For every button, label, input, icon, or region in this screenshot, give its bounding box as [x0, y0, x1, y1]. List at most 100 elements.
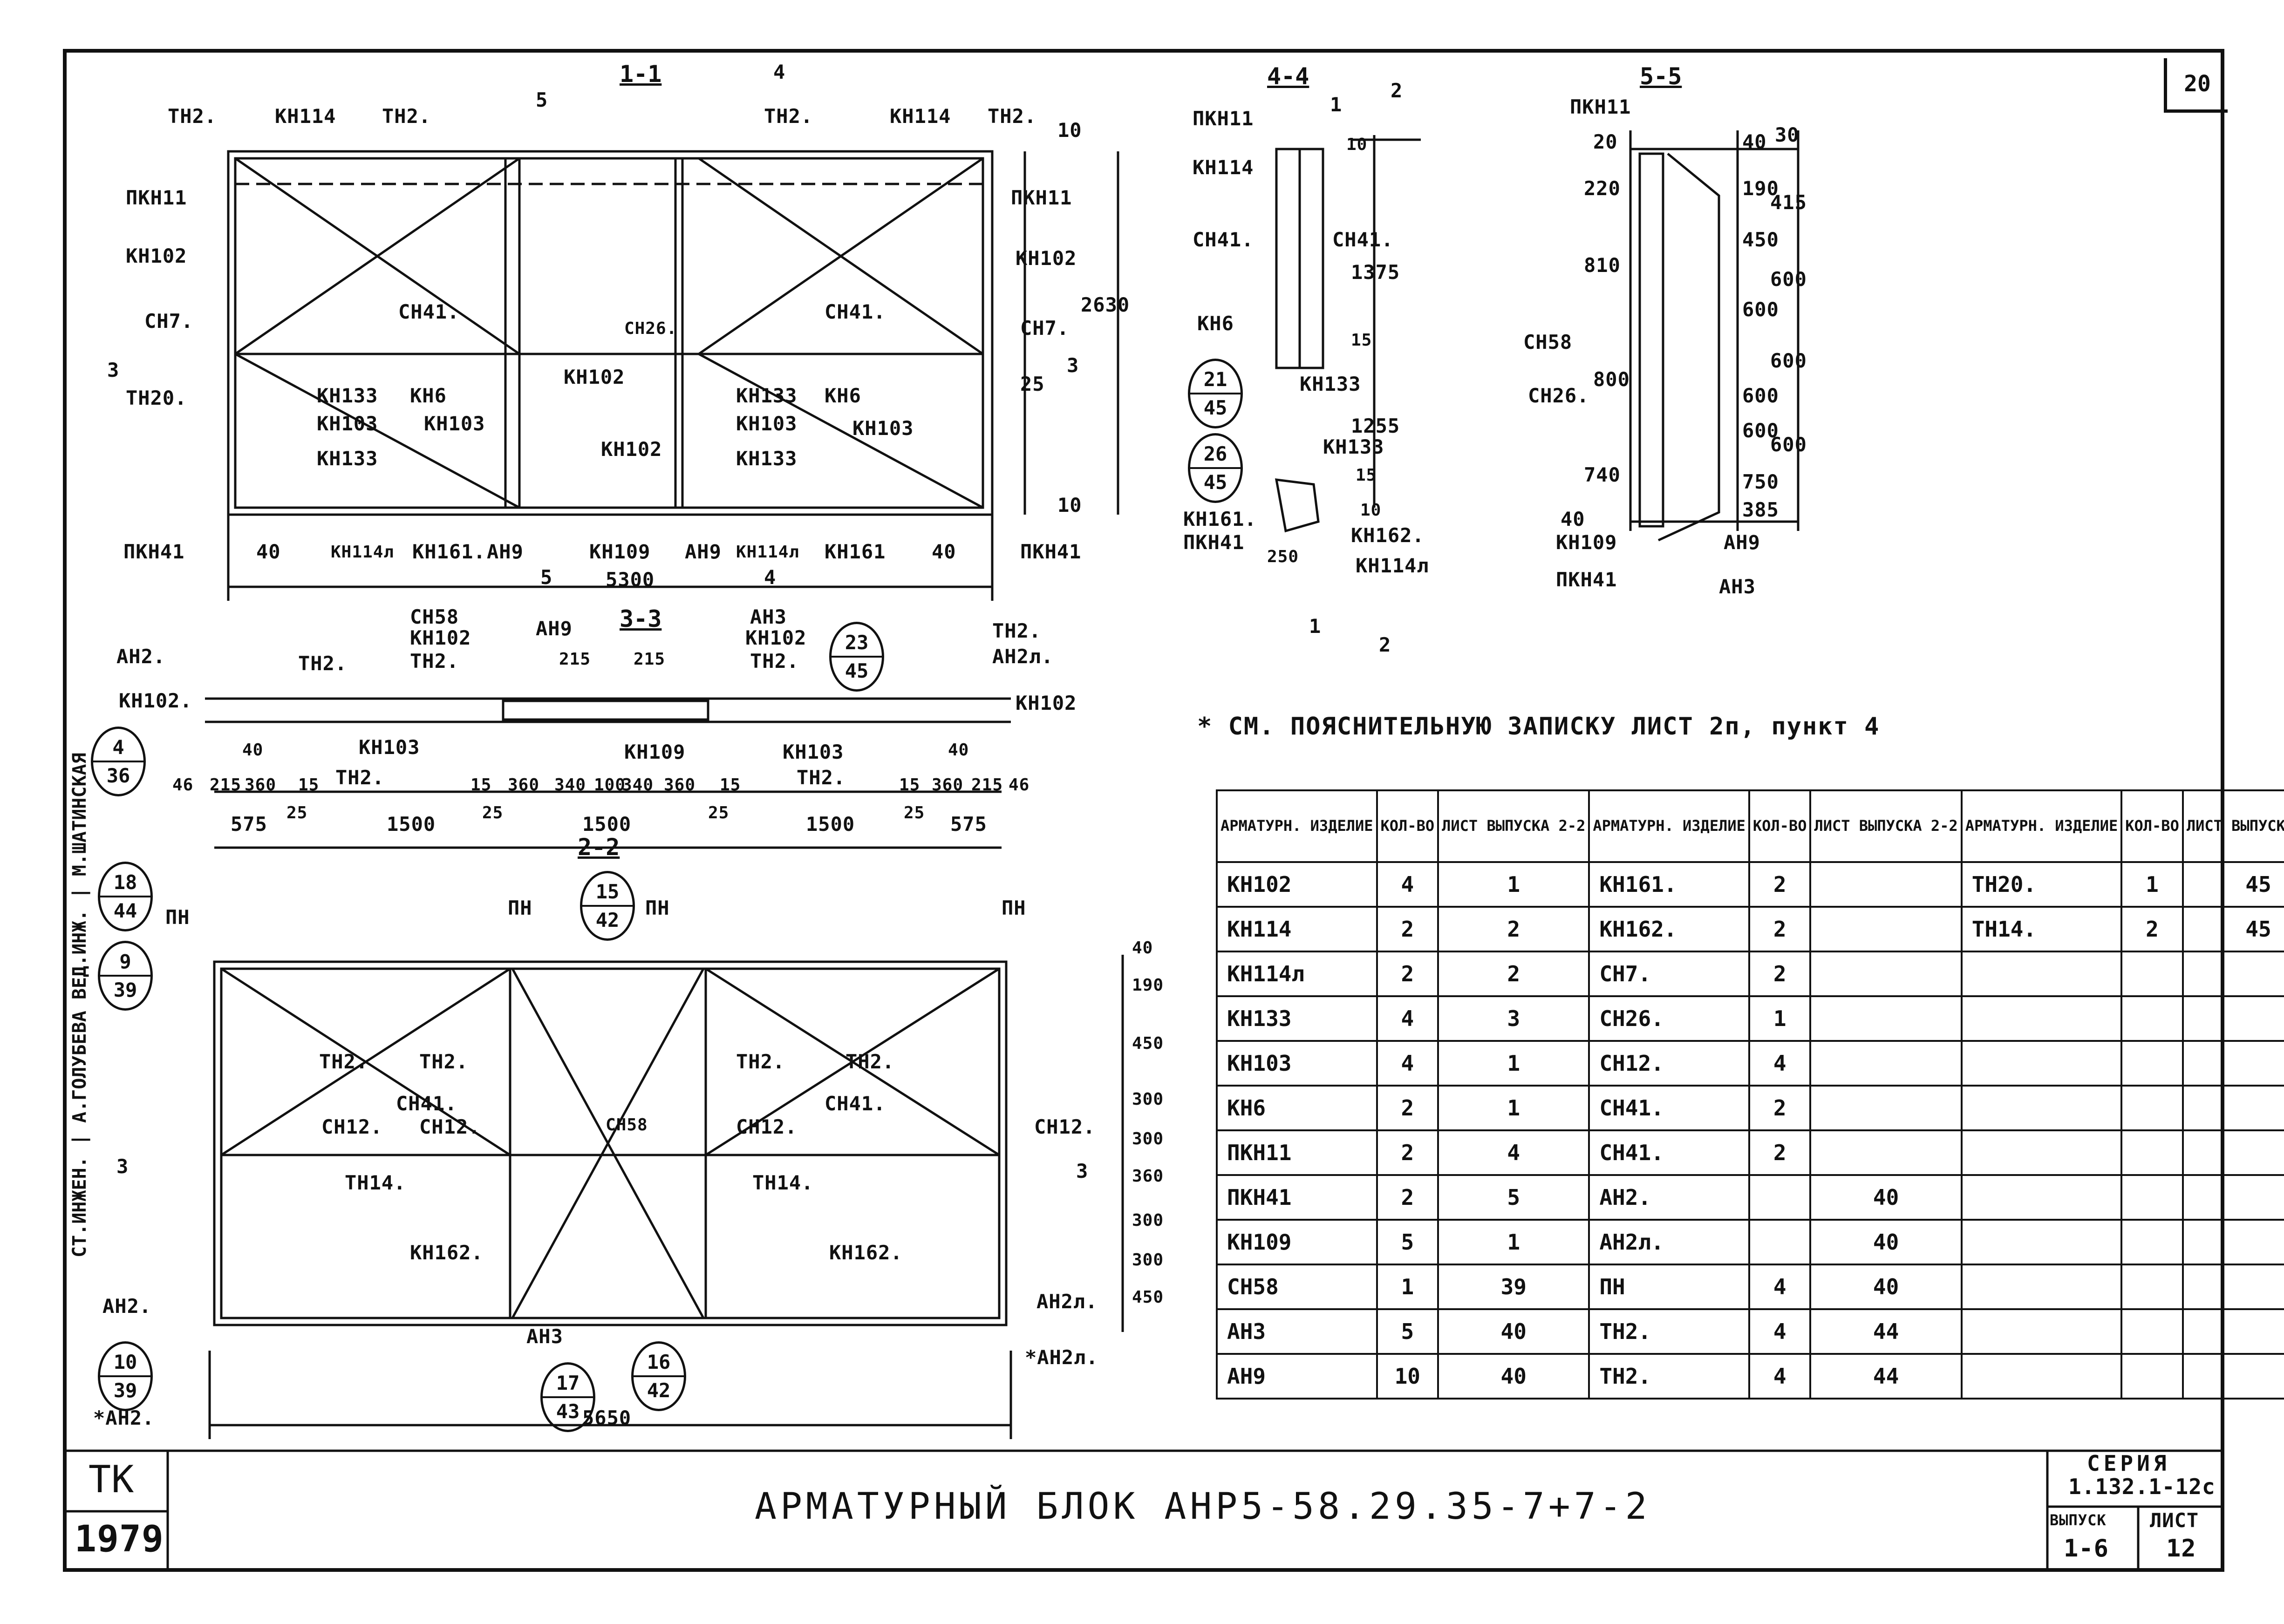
- callout: КН103: [852, 417, 914, 440]
- callout: ТН2.: [736, 1050, 785, 1073]
- table-cell: [1809, 951, 1963, 997]
- dimension: 300: [1132, 1250, 1164, 1270]
- callout: ТН2.: [298, 652, 348, 675]
- callout: СН12.: [419, 1115, 481, 1138]
- dimension: 300: [1132, 1211, 1164, 1230]
- callout: КН114: [1193, 156, 1254, 179]
- callout: АН3: [750, 605, 787, 628]
- dimension: 220: [1584, 177, 1621, 200]
- table-cell: 2: [1748, 906, 1812, 952]
- table-cell: [2120, 1174, 2184, 1221]
- callout: КН109: [1556, 531, 1617, 554]
- callout: ТН2.: [382, 105, 431, 128]
- dimension: 40: [256, 540, 281, 563]
- callout: ПКН41: [1556, 568, 1617, 591]
- table-cell: 40: [1437, 1308, 1590, 1355]
- callout: КН133: [317, 447, 378, 470]
- section-mark: 3: [1076, 1160, 1089, 1182]
- table-cell: КН103: [1216, 1040, 1378, 1087]
- table-cell: [2182, 1040, 2284, 1087]
- dimension: 10: [1057, 494, 1082, 516]
- section-mark: 2: [1391, 79, 1403, 102]
- callout: ТН2.: [335, 766, 385, 789]
- table-cell: [2182, 1174, 2284, 1221]
- table-cell: [1960, 1174, 2123, 1221]
- table-cell: [2182, 1085, 2284, 1131]
- callout: ТН20.: [126, 387, 187, 409]
- table-cell: КН133: [1216, 995, 1378, 1042]
- table-cell: [2120, 1353, 2184, 1400]
- table-cell: 4: [1376, 995, 1439, 1042]
- table-cell: 4: [1748, 1040, 1812, 1087]
- table-cell: 1: [1437, 861, 1590, 908]
- table-cell: 4: [1376, 861, 1439, 908]
- table-cell: АН2.: [1588, 1174, 1750, 1221]
- dimension: 15: [720, 775, 741, 795]
- sheet-label: ЛИСТ: [2150, 1509, 2199, 1532]
- dimension: 5300: [606, 568, 655, 591]
- table-cell: ПН: [1588, 1264, 1750, 1310]
- callout: ТН2.: [845, 1050, 895, 1073]
- table-cell: [2120, 951, 2184, 997]
- dimension: 46: [172, 775, 194, 795]
- callout: АН2л.: [1036, 1290, 1098, 1313]
- section-title-5-5: 5-5: [1640, 63, 1682, 90]
- callout: СН58: [1523, 331, 1573, 353]
- section-mark: 4: [764, 566, 777, 589]
- dimension: 360: [932, 775, 964, 795]
- table-cell: КН162.: [1588, 906, 1750, 952]
- callout: СН12.: [321, 1115, 383, 1138]
- callout: КН6: [825, 384, 861, 407]
- dimension: 360: [1132, 1167, 1164, 1186]
- dimension: 25: [904, 803, 925, 822]
- dimension: 10: [1346, 135, 1368, 154]
- callout: СН26.: [624, 319, 677, 338]
- callout: КН133: [736, 447, 798, 470]
- table-cell: 5: [1437, 1174, 1590, 1221]
- callout: КН161: [825, 540, 886, 563]
- callout: ТН2.: [168, 105, 217, 128]
- col-header: АРМАТУРН. ИЗДЕЛИЕ: [1588, 789, 1750, 863]
- table-cell: 5: [1376, 1308, 1439, 1355]
- callout: КН114л: [736, 543, 800, 562]
- table-cell: [1960, 951, 2123, 997]
- callout: КН162.: [829, 1241, 903, 1264]
- table-cell: 2: [1437, 951, 1590, 997]
- table-cell: [2120, 1040, 2184, 1087]
- issue-label: ВЫПУСК: [2050, 1511, 2107, 1529]
- table-cell: [2182, 1129, 2284, 1176]
- dimension: 810: [1584, 254, 1621, 277]
- dimension: 250: [1267, 547, 1299, 566]
- callout: КН109: [589, 540, 651, 563]
- table-cell: 1: [1437, 1085, 1590, 1131]
- callout: КН133: [317, 384, 378, 407]
- series-label: СЕРИЯ: [2087, 1451, 2170, 1476]
- dimension: 385: [1742, 498, 1779, 521]
- table-cell: [1809, 1040, 1963, 1087]
- col-header: ЛИСТ ВЫПУСКА 2-2: [1809, 789, 1963, 863]
- dimension: 25: [1020, 373, 1045, 395]
- col-header: АРМАТУРН. ИЗДЕЛИЕ: [1960, 789, 2123, 863]
- dimension: 40: [1742, 130, 1767, 153]
- table-cell: ТН14.: [1960, 906, 2123, 952]
- section-mark: 3: [107, 359, 120, 381]
- spec-table: АРМАТУРН. ИЗДЕЛИЕ КОЛ-ВО ЛИСТ ВЫПУСКА 2-…: [1216, 789, 2284, 1400]
- table-cell: СН41.: [1588, 1085, 1750, 1131]
- table-cell: 2: [1748, 951, 1812, 997]
- table-cell: [2182, 1308, 2284, 1355]
- callout: ПКН41: [1183, 531, 1245, 554]
- table-cell: 40: [1809, 1174, 1963, 1221]
- dimension: 215: [559, 650, 591, 669]
- callout: ТН2.: [410, 650, 459, 673]
- table-cell: СН41.: [1588, 1129, 1750, 1176]
- callout: КН103: [424, 412, 485, 435]
- col-header: КОЛ-ВО: [2120, 789, 2184, 863]
- dimension: 25: [286, 803, 308, 822]
